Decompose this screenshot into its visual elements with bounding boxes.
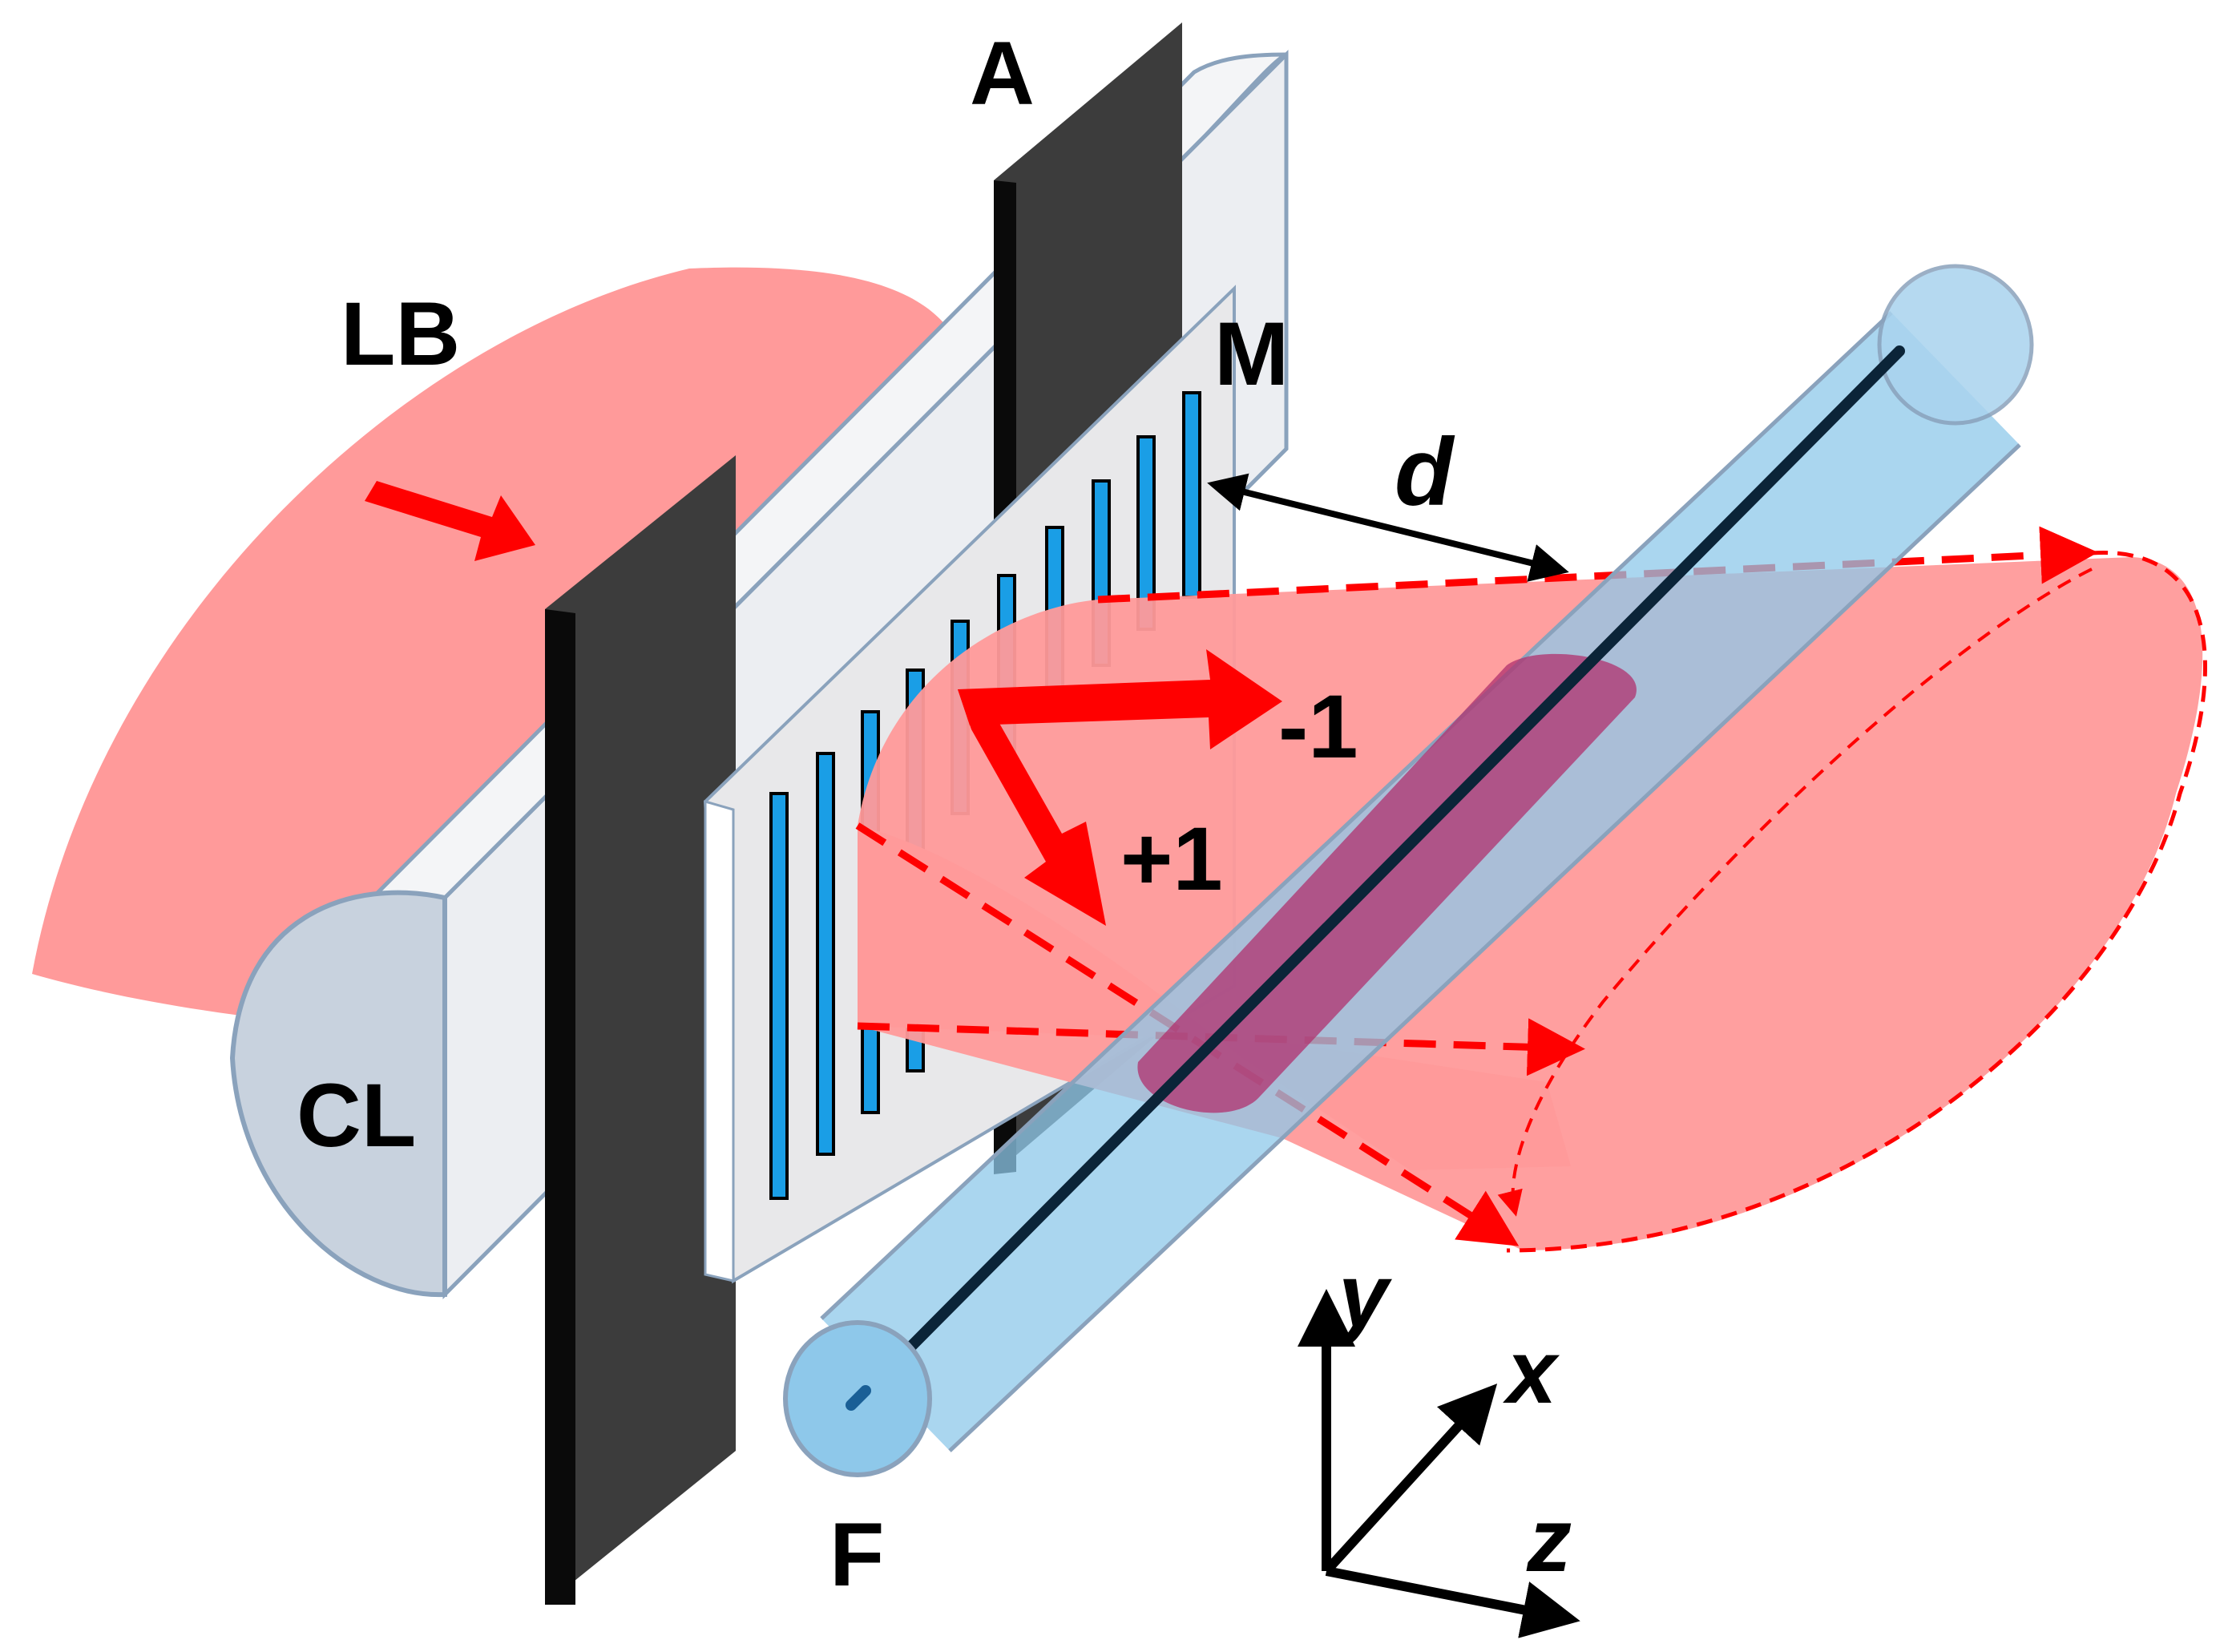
minus-one-arrow [958,649,1282,749]
incident-beam-arrow [365,481,535,561]
fiber [783,264,2034,1477]
label-minus-one: -1 [1278,677,1358,777]
label-y: y [1334,1246,1392,1346]
slit [1182,391,1201,599]
label-m: M [1214,304,1289,404]
label-f: F [829,1505,884,1605]
label-x: x [1503,1322,1560,1422]
label-cl: CL [297,1065,416,1165]
label-a: A [970,23,1035,123]
label-d: d [1395,418,1455,526]
fiber-core [856,345,1905,1402]
distance-arrow [1207,473,1569,582]
far-field-envelope [1506,551,2207,1253]
order-arrows [958,649,1282,926]
label-plus-one: +1 [1120,809,1223,909]
coordinate-axes [1298,1289,1580,1638]
label-z: z [1526,1490,1572,1590]
z-axis [1325,1566,1580,1638]
aperture-blade-front [545,455,736,1605]
x-axis [1322,1383,1498,1575]
label-lb: LB [341,284,460,384]
plus-one-order-ray [855,822,1520,1246]
far-field-inner [1497,567,2093,1217]
slit [816,752,835,1156]
plus-one-arrow [958,689,1106,926]
minus-one-order-ray [1097,526,2098,604]
slit [769,792,789,1200]
